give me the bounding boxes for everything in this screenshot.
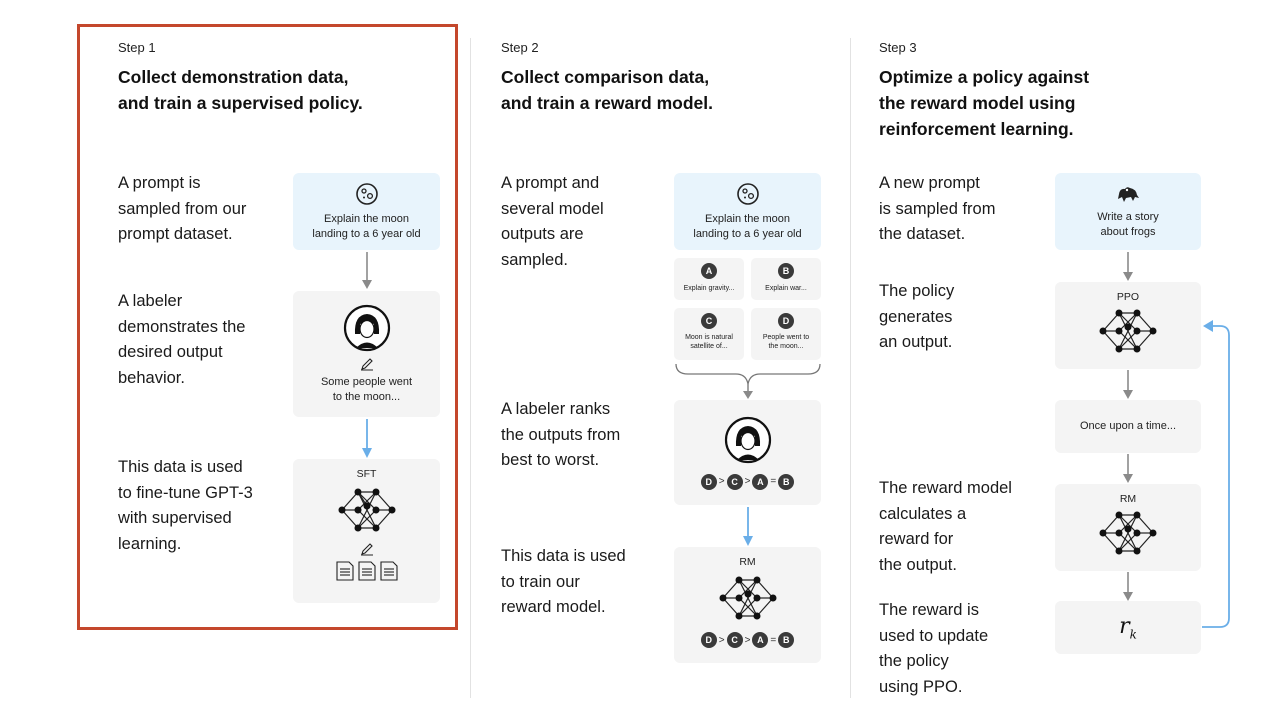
step-1-label: Step 1 bbox=[118, 40, 156, 55]
step-3-reward-card: rk bbox=[1055, 601, 1201, 654]
rm-model-label: RM bbox=[739, 556, 756, 568]
documents-icon bbox=[335, 561, 398, 581]
moon-icon bbox=[736, 182, 759, 205]
pencil-icon bbox=[360, 357, 373, 370]
reward-feedback-arrow bbox=[1202, 320, 1230, 628]
ppo-policy-label: PPO bbox=[1116, 291, 1140, 303]
step-2-title: Collect comparison data, and train a rew… bbox=[501, 67, 713, 113]
output-option-a: A Explain gravity... bbox=[674, 258, 744, 300]
step-1-highlight-frame bbox=[77, 24, 458, 630]
neural-network-icon bbox=[1099, 511, 1157, 555]
ranking-labeler: D> C> A= B bbox=[700, 473, 795, 490]
neural-network-icon bbox=[1099, 309, 1157, 353]
step-1-arrow-1 bbox=[362, 252, 372, 289]
column-divider-2 bbox=[850, 38, 851, 698]
frog-icon bbox=[1118, 186, 1139, 202]
step-3-output-card: Once upon a time... bbox=[1055, 400, 1201, 453]
pencil-icon bbox=[360, 543, 373, 556]
labeler-avatar-icon bbox=[343, 304, 390, 351]
neural-network-icon bbox=[719, 576, 776, 620]
step-2-arrow-blue bbox=[743, 507, 753, 546]
step-3-label: Step 3 bbox=[879, 40, 917, 55]
ranking-rm: D> C> A= B bbox=[700, 632, 795, 648]
rm-label: RM bbox=[1119, 493, 1137, 505]
step-1-title: Collect demonstration data, and train a … bbox=[118, 67, 363, 113]
step-2-rm-card: RM D> C> A= B bbox=[674, 547, 821, 663]
step-3-arrow-4 bbox=[1123, 572, 1133, 601]
sft-model-label: SFT bbox=[356, 468, 377, 480]
output-option-b: B Explain war... bbox=[751, 258, 821, 300]
step-3-arrow-2 bbox=[1123, 370, 1133, 399]
step-3-title: Optimize a policy against the reward mod… bbox=[879, 67, 1090, 139]
step-1-arrow-2 bbox=[362, 419, 372, 458]
column-divider-1 bbox=[470, 38, 471, 698]
step-2-labeler-card: D> C> A= B bbox=[674, 400, 821, 505]
step-3-ppo-card: PPO bbox=[1055, 282, 1201, 369]
step-3-arrow-1 bbox=[1123, 252, 1133, 281]
step-1-sft-card: SFT bbox=[293, 459, 440, 603]
options-brace bbox=[675, 363, 821, 399]
moon-icon bbox=[355, 182, 378, 205]
step-2-label: Step 2 bbox=[501, 40, 539, 55]
step-3-arrow-3 bbox=[1123, 454, 1133, 483]
step-3-rm-card: RM bbox=[1055, 484, 1201, 571]
reward-symbol: rk bbox=[1119, 613, 1137, 642]
neural-network-icon bbox=[338, 488, 395, 532]
labeler-avatar-icon bbox=[724, 416, 771, 463]
